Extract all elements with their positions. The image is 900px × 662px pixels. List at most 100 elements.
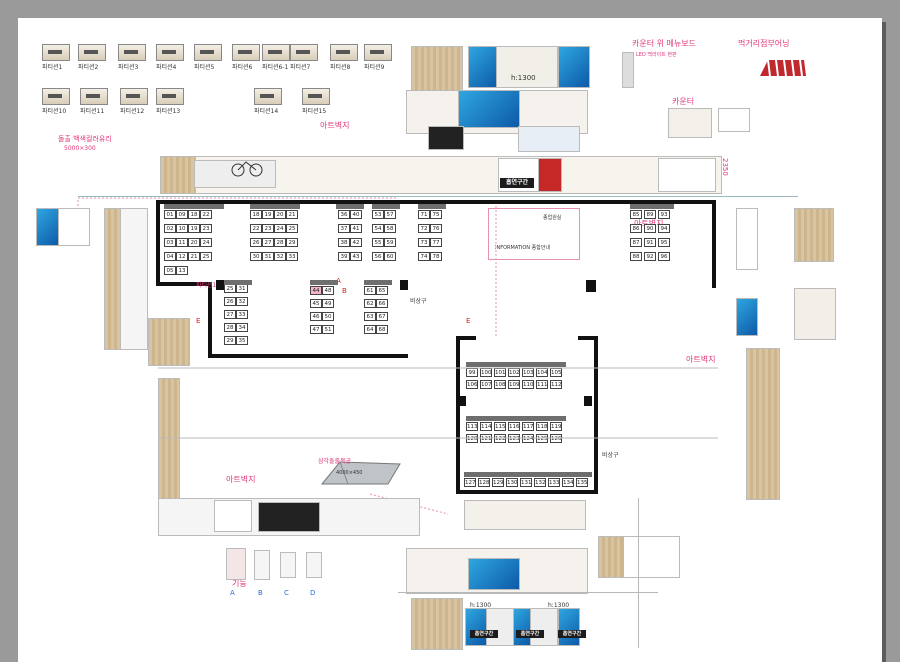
seat: 73 <box>418 238 430 247</box>
counter-area-plan: INFORMATION 종합안내 종업원실 <box>488 208 580 260</box>
bottom-elevation-dark <box>258 502 320 532</box>
partition-label: 파티션5 <box>194 64 215 71</box>
seat: 91 <box>644 238 656 247</box>
smoking-zone-badge: 흡연구간 <box>500 178 534 188</box>
column <box>584 396 592 406</box>
floor-wall <box>208 282 212 358</box>
reference-line <box>638 498 639 648</box>
seat: 72 <box>418 224 430 233</box>
menu-board-bracket <box>622 52 634 88</box>
partition-thumb <box>364 44 392 61</box>
counter-front-elevation <box>658 158 716 192</box>
floor-wall <box>156 282 210 286</box>
desk-row <box>630 204 674 209</box>
counter-menu-board-title: 카운터 위 메뉴보드 <box>632 39 696 48</box>
seat: 110 <box>522 380 534 389</box>
column <box>458 396 466 406</box>
pillar-b-label: B <box>258 589 263 597</box>
partition-thumb <box>42 88 70 105</box>
seat: 86 <box>630 224 642 233</box>
partition-thumb <box>80 88 108 105</box>
marker-e: E <box>196 317 201 325</box>
art-wall-label: 아트벽지 <box>320 121 350 130</box>
bottom-wood-panel <box>411 598 463 650</box>
seat: 23 <box>262 224 274 233</box>
elevation-panel <box>530 608 558 646</box>
seat: 56 <box>372 252 384 261</box>
floor-wall-top <box>156 200 716 204</box>
seat: 66 <box>376 299 388 308</box>
seat: 33 <box>286 252 298 261</box>
partition-thumb <box>262 44 290 61</box>
pillar-a-label: A <box>230 589 235 597</box>
seat: 128 <box>478 478 490 487</box>
seat: 40 <box>350 210 362 219</box>
seat: 27 <box>262 238 274 247</box>
seat: 57 <box>384 210 396 219</box>
column <box>216 280 224 290</box>
desk-row <box>466 362 566 367</box>
elevation-panel: h:1300 <box>496 46 558 88</box>
height-label: h:1300 <box>548 602 570 609</box>
seat: 20 <box>274 210 286 219</box>
seat: 71 <box>418 210 430 219</box>
elevation-panel <box>518 126 580 152</box>
seat: 46 <box>310 312 322 321</box>
smoking-zone-badge: 흡연구간 <box>516 630 544 638</box>
seat: 50 <box>322 312 334 321</box>
partition-label: 파티션7 <box>290 64 311 71</box>
column <box>400 280 408 290</box>
partition-label: 파티션9 <box>364 64 385 71</box>
counter-elevation <box>668 108 712 138</box>
floor-wall-left <box>156 200 160 284</box>
seat: 09 <box>176 210 188 219</box>
seat: 28 <box>274 238 286 247</box>
seat: 95 <box>658 238 670 247</box>
seat: 63 <box>364 312 376 321</box>
partition-label: 파티션12 <box>120 108 145 115</box>
seat: 68 <box>376 325 388 334</box>
seat: 03 <box>164 238 176 247</box>
seat: 21 <box>286 210 298 219</box>
elevation-image <box>558 608 580 646</box>
seat: 92 <box>644 252 656 261</box>
triangle-sign-size: 4000×450 <box>336 470 363 476</box>
staff-room-label: 종업원실 <box>543 215 562 221</box>
seat: 113 <box>466 422 478 431</box>
desk-row <box>364 280 392 285</box>
seat: 133 <box>548 478 560 487</box>
seat: 55 <box>372 238 384 247</box>
seat: 18 <box>250 210 262 219</box>
seat: 20 <box>188 238 200 247</box>
partition-label: 파티션2 <box>78 64 99 71</box>
partition-thumb <box>302 88 330 105</box>
seat: 94 <box>658 224 670 233</box>
elevation-dark-panel <box>428 126 464 150</box>
seat: 62 <box>364 299 376 308</box>
art-wall-label-plan: 아트벽지 <box>634 218 663 229</box>
marker-e: E <box>466 317 471 325</box>
seat: 117 <box>522 422 534 431</box>
seat: 59 <box>384 238 396 247</box>
seat: 134 <box>562 478 574 487</box>
bottom-elevation-panel <box>464 500 586 530</box>
seat: 25 <box>286 224 298 233</box>
partition-label: 파티션10 <box>42 108 67 115</box>
seat: 18 <box>188 210 200 219</box>
seat: 129 <box>492 478 504 487</box>
seat: 19 <box>262 210 274 219</box>
seat: 96 <box>658 252 670 261</box>
lower-room-wall-top <box>456 336 476 340</box>
floor-wall <box>208 354 408 358</box>
seat: 93 <box>658 210 670 219</box>
right-elevation <box>794 208 834 262</box>
seat: 60 <box>384 252 396 261</box>
pillar-c-label: C <box>284 589 289 597</box>
desk-row <box>310 280 338 285</box>
elevation-image <box>458 90 520 128</box>
seat: 37 <box>338 224 350 233</box>
seat: 108 <box>494 380 506 389</box>
elevation-image <box>558 46 590 88</box>
partition-label: 파티션6-1 <box>262 64 289 71</box>
partition-label: 파티션6 <box>232 64 253 71</box>
